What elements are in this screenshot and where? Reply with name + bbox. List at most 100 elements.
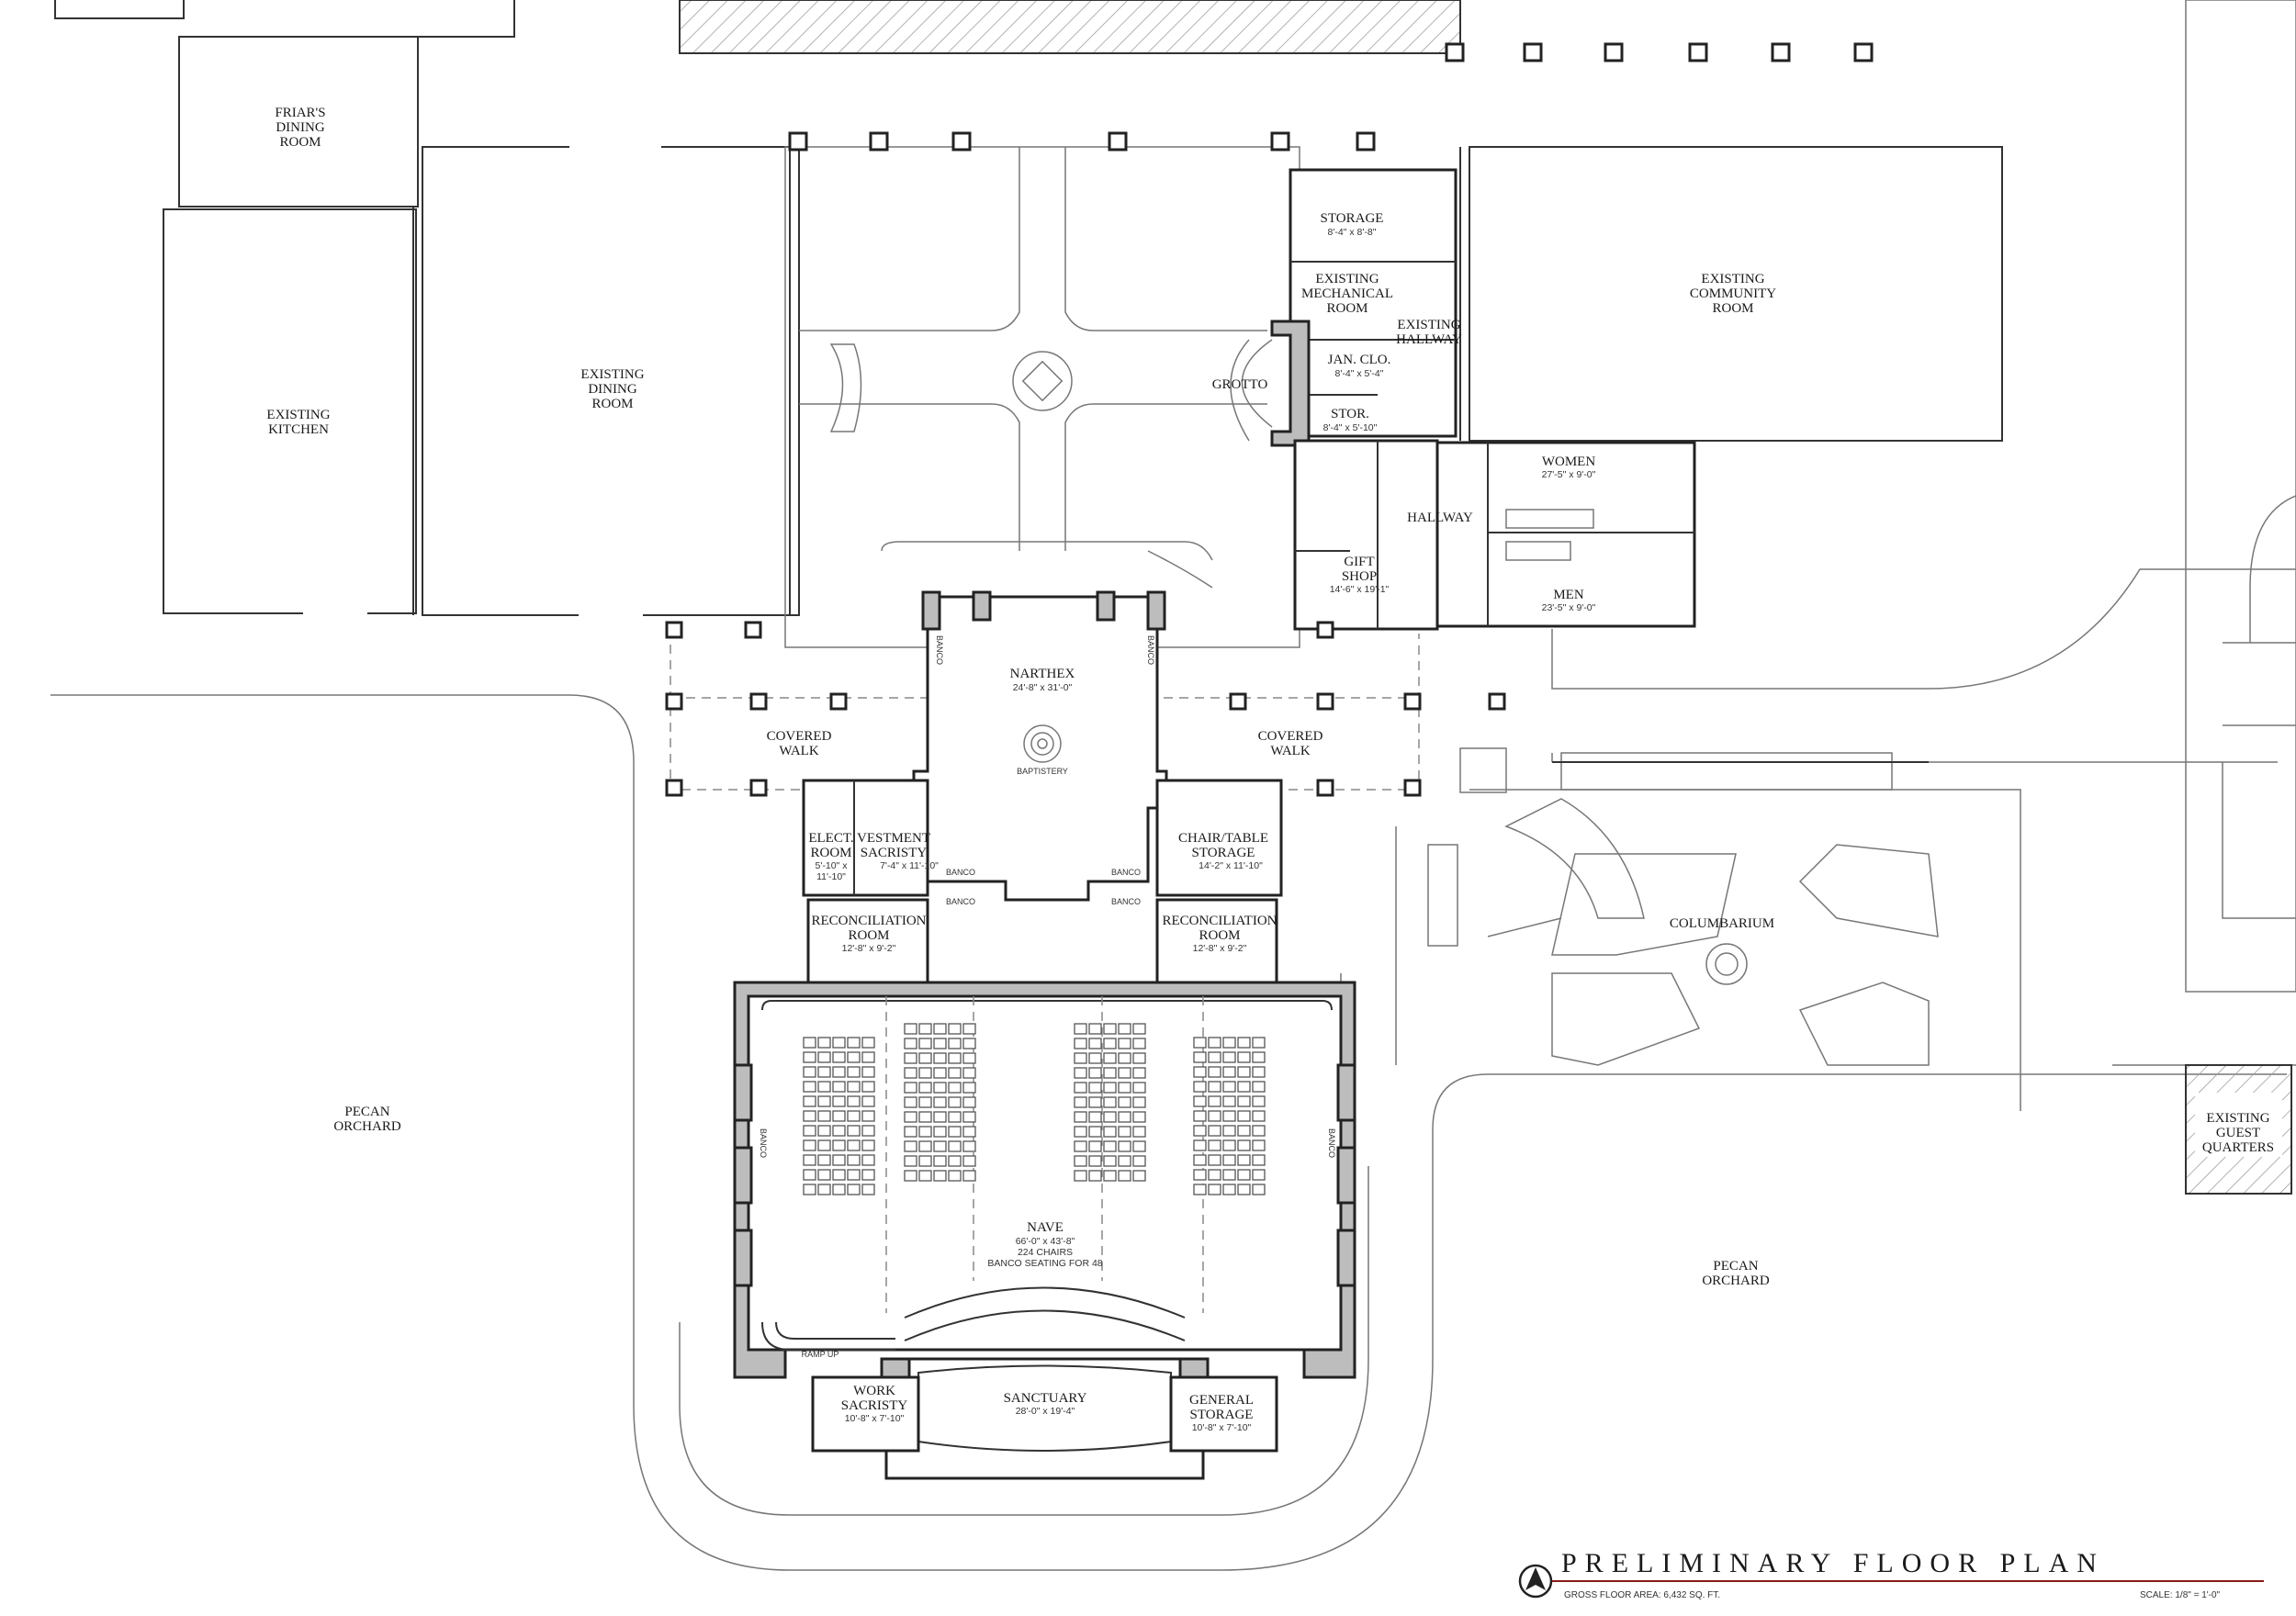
chair	[847, 1095, 861, 1107]
drawing-title: PRELIMINARY FLOOR PLAN	[1561, 1548, 2105, 1578]
chair	[1237, 1037, 1251, 1049]
chair	[1118, 1111, 1131, 1123]
label-guest-quarters-2: GUEST	[2216, 1126, 2260, 1140]
chair	[904, 1023, 917, 1035]
covered-walk	[665, 621, 1506, 797]
label-ramp: RAMP UP	[802, 1350, 839, 1359]
dim-narthex: 24'-8" x 31'-0"	[1013, 682, 1073, 693]
church-building	[733, 590, 1356, 1480]
chair	[832, 1125, 846, 1137]
chair	[933, 1111, 947, 1123]
chair	[861, 1154, 875, 1166]
chair	[962, 1155, 976, 1167]
chair	[1208, 1154, 1221, 1166]
chair	[1222, 1081, 1236, 1093]
chair	[1088, 1052, 1102, 1064]
dim-reconciliation-left: 12'-8" x 9'-2"	[842, 943, 896, 954]
chair	[1222, 1169, 1236, 1181]
dim-elect-2: 11'-10"	[816, 871, 846, 882]
label-reconciliation-right-2: ROOM	[1199, 928, 1240, 943]
chair	[1088, 1082, 1102, 1094]
chair	[1118, 1067, 1131, 1079]
chair	[1208, 1139, 1221, 1151]
chair	[817, 1125, 831, 1137]
chair	[933, 1140, 947, 1152]
chair	[904, 1155, 917, 1167]
chair	[1237, 1125, 1251, 1137]
chair	[1222, 1139, 1236, 1151]
label-gift-shop-2: SHOP	[1342, 569, 1377, 584]
chair	[817, 1037, 831, 1049]
chair	[1088, 1140, 1102, 1152]
chair	[1193, 1066, 1207, 1078]
chair	[933, 1067, 947, 1079]
chair	[904, 1067, 917, 1079]
chair	[847, 1154, 861, 1166]
chair	[861, 1051, 875, 1063]
label-covered-walk-left: COVERED	[767, 729, 832, 744]
chair	[847, 1139, 861, 1151]
banco-nave-right: BANCO	[1327, 1128, 1336, 1158]
label-friars-dining-3: ROOM	[279, 135, 321, 150]
chair	[861, 1110, 875, 1122]
label-nave-chairs: 224 CHAIRS	[1018, 1247, 1073, 1258]
banco-narthex-right: BANCO	[1146, 635, 1155, 665]
chair	[1237, 1169, 1251, 1181]
chair	[1193, 1095, 1207, 1107]
chair	[1208, 1095, 1221, 1107]
label-vestment: VESTMENT	[857, 831, 930, 846]
banco-right-2: BANCO	[1111, 897, 1141, 906]
chair	[861, 1095, 875, 1107]
chair	[1103, 1038, 1117, 1049]
chair	[1132, 1052, 1146, 1064]
chair	[832, 1066, 846, 1078]
chair	[948, 1067, 962, 1079]
label-pecan-left-2: ORCHARD	[333, 1119, 401, 1134]
chair	[817, 1139, 831, 1151]
dim-women: 27'-5" x 9'-0"	[1542, 469, 1596, 480]
label-covered-walk-right: COVERED	[1258, 729, 1323, 744]
chair	[904, 1082, 917, 1094]
label-baptistery: BAPTISTERY	[1017, 767, 1068, 776]
label-pecan-left: PECAN	[344, 1105, 389, 1119]
label-dining-2: DINING	[588, 382, 636, 397]
chair	[803, 1139, 816, 1151]
chair	[933, 1170, 947, 1182]
label-chair-storage-2: STORAGE	[1192, 846, 1255, 860]
courtyard-columns	[788, 42, 1874, 152]
chair	[1222, 1125, 1236, 1137]
dim-sanctuary: 28'-0" x 19'-4"	[1016, 1406, 1075, 1417]
chair	[817, 1110, 831, 1122]
chair	[1252, 1125, 1266, 1137]
chair	[962, 1140, 976, 1152]
dim-stor: 8'-4" x 5'-10"	[1323, 422, 1378, 433]
label-nave: NAVE	[1027, 1220, 1064, 1235]
chair	[918, 1111, 932, 1123]
label-reconciliation-right: RECONCILIATION	[1163, 914, 1277, 928]
banco-right-1: BANCO	[1111, 868, 1141, 877]
chair	[1193, 1154, 1207, 1166]
dim-men: 23'-5" x 9'-0"	[1542, 602, 1596, 613]
gross-floor-area: GROSS FLOOR AREA: 6,432 SQ. FT.	[1564, 1590, 1720, 1600]
chair	[1252, 1037, 1266, 1049]
label-covered-walk-right-2: WALK	[1270, 744, 1310, 758]
chair	[1132, 1170, 1146, 1182]
chair	[933, 1126, 947, 1138]
chair	[1088, 1038, 1102, 1049]
chair	[832, 1154, 846, 1166]
chair	[918, 1126, 932, 1138]
chair	[933, 1038, 947, 1049]
drawing-scale: SCALE: 1/8" = 1'-0"	[2140, 1590, 2221, 1600]
chair	[1103, 1140, 1117, 1152]
label-covered-walk-left-2: WALK	[779, 744, 818, 758]
chair	[962, 1023, 976, 1035]
chair	[918, 1038, 932, 1049]
banco-left-1: BANCO	[946, 868, 975, 877]
chair	[904, 1038, 917, 1049]
label-nave-banco: BANCO SEATING FOR 48	[987, 1258, 1102, 1269]
chair	[933, 1096, 947, 1108]
label-hallway: HALLWAY	[1407, 511, 1473, 525]
label-pecan-right-2: ORCHARD	[1702, 1274, 1770, 1288]
chair	[1252, 1051, 1266, 1063]
chair	[1088, 1067, 1102, 1079]
